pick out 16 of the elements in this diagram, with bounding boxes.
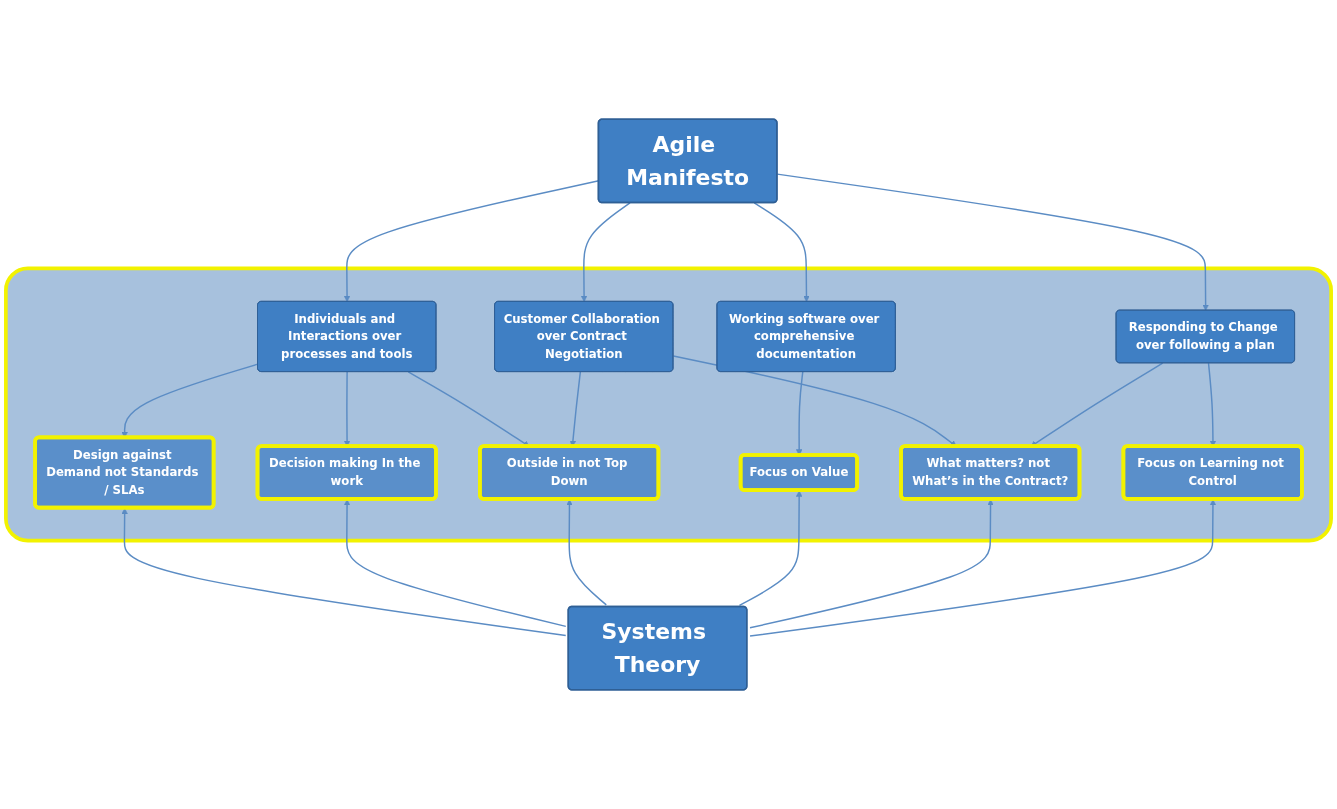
arrow bbox=[672, 355, 957, 447]
arrow bbox=[566, 499, 607, 606]
arrow bbox=[753, 202, 810, 302]
arrow bbox=[580, 202, 631, 302]
arrow bbox=[749, 499, 1217, 637]
arrow bbox=[1030, 362, 1164, 447]
arrow bbox=[749, 499, 994, 629]
arrow bbox=[343, 371, 351, 447]
arrow bbox=[569, 371, 582, 447]
cluster bbox=[4, 266, 1333, 543]
arrow bbox=[343, 499, 567, 628]
arrow bbox=[407, 371, 530, 447]
arrow bbox=[1207, 362, 1217, 447]
arrow bbox=[776, 173, 1209, 311]
arrow bbox=[738, 490, 803, 607]
arrow bbox=[121, 508, 567, 637]
